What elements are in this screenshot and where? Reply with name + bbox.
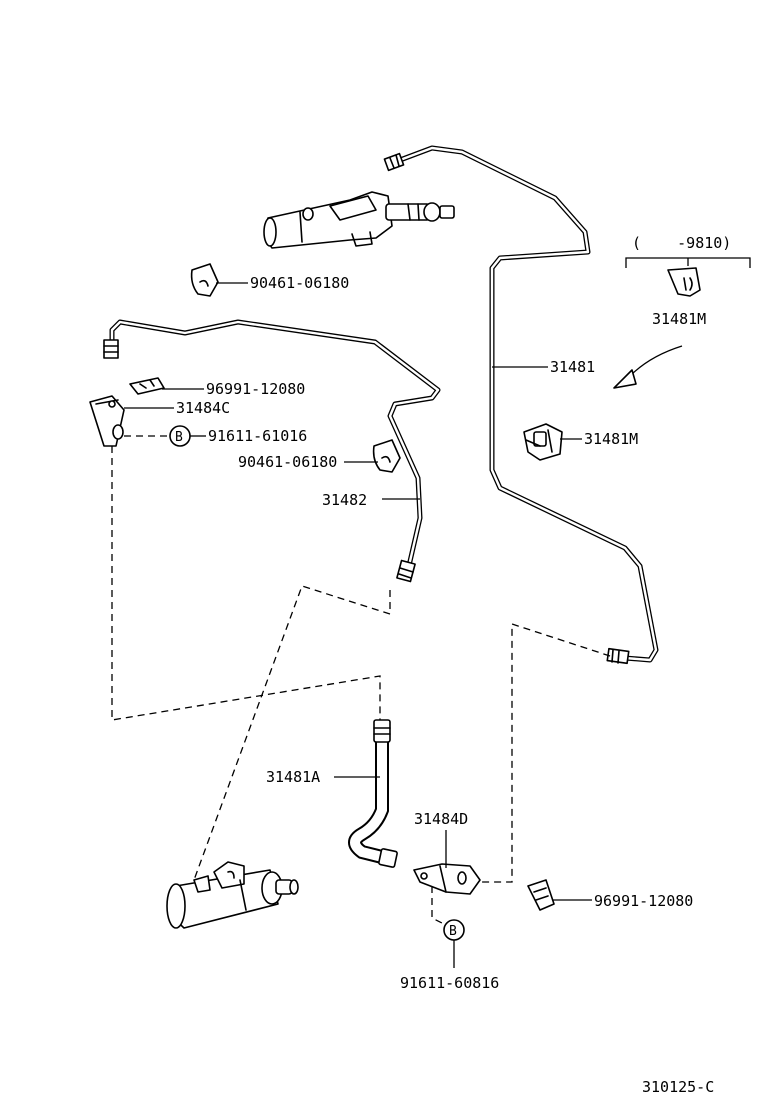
label-clip-left: 96991-12080 xyxy=(206,380,305,398)
dash-bracket-to-bolt xyxy=(431,886,445,925)
pipe-clamp-9810-icon xyxy=(667,267,701,297)
dash-pipe-to-cylinder xyxy=(193,585,391,881)
label-pipe-main: 31481 xyxy=(550,358,595,376)
bolt-callout-bottom-icon: B xyxy=(443,919,465,941)
clip-90461-06180-upper-icon xyxy=(190,263,219,297)
label-clamp-side: 31481M xyxy=(584,430,638,448)
pipe-clamp-side-icon xyxy=(523,423,563,461)
figure-code: 310125-C xyxy=(642,1078,714,1096)
label-clip-upper: 90461-06180 xyxy=(250,274,349,292)
dash-bracket-to-hose xyxy=(111,446,381,721)
pipe-31481-fitting-end xyxy=(606,647,630,665)
clutch-release-cylinder-icon xyxy=(166,861,299,929)
bolt-callout-left-icon: B xyxy=(169,425,191,447)
clip-96991-12080-right-icon xyxy=(527,879,555,911)
label-date-range: ( -9810) xyxy=(632,234,731,252)
bracket-31484C-icon xyxy=(89,395,125,447)
pipe-31482-fitting-bottom xyxy=(396,559,416,583)
label-bolt-bottom: 91611-60816 xyxy=(400,974,499,992)
bracket-31484D-icon xyxy=(413,863,481,895)
clip-96991-12080-left-icon xyxy=(129,377,165,395)
label-pipe-front: 31482 xyxy=(322,491,367,509)
label-clip-right: 96991-12080 xyxy=(594,892,693,910)
label-bracket-right: 31484D xyxy=(414,810,468,828)
flexible-hose-31481A-icon xyxy=(348,719,398,868)
svg-text:B: B xyxy=(175,430,183,445)
label-clip-mid: 90461-06180 xyxy=(238,453,337,471)
label-bracket-left: 31484C xyxy=(176,399,230,417)
pipe-31481 xyxy=(397,145,659,663)
svg-text:B: B xyxy=(449,924,457,939)
pipe-31482 xyxy=(109,319,441,573)
clutch-master-cylinder-icon xyxy=(263,191,455,249)
label-clamp-9810: 31481M xyxy=(652,310,706,328)
pipe-31482-fitting-left xyxy=(103,339,119,359)
label-hose: 31481A xyxy=(266,768,320,786)
pipe-31481-fitting-top xyxy=(383,152,405,172)
dash-pipe-to-bracket xyxy=(478,623,611,883)
arrow-icon xyxy=(613,345,683,389)
clip-90461-06180-mid-icon xyxy=(372,439,401,473)
label-bolt-left: 91611-61016 xyxy=(208,427,307,445)
